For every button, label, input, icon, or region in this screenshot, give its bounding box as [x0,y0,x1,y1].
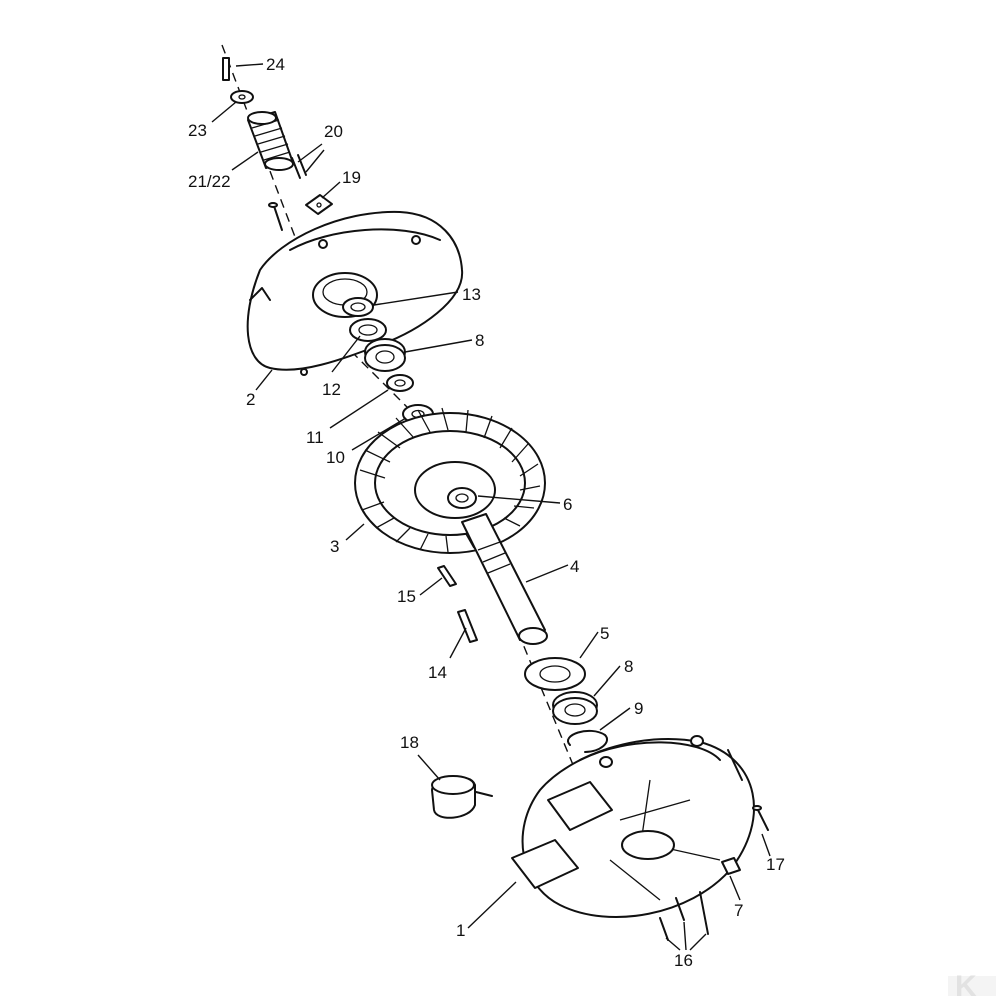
label-part-5: 5 [600,624,609,643]
part-18-cap [431,775,493,819]
label-part-4: 4 [570,557,579,576]
label-part-21-22: 21/22 [188,172,231,191]
part-23-washer [230,90,254,104]
label-part-14: 14 [428,663,447,682]
part-8-lower-bearing [552,691,598,725]
label-part-12: 12 [322,380,341,399]
label-part-6: 6 [563,495,572,514]
label-part-11: 11 [306,428,324,447]
part-3-cooling-fan [354,407,546,554]
part-24-bolt [222,57,230,81]
label-part-7: 7 [734,901,743,920]
part-13-bushing [342,297,374,317]
part-7-plate [721,857,741,875]
label-part-19: 19 [342,168,361,187]
label-part-15: 15 [397,587,416,606]
part-6-hub [455,493,469,503]
label-part-17: 17 [766,855,785,874]
part-20-pins [291,154,307,179]
label-part-2: 2 [246,390,255,409]
part-8-upper-bearing [364,338,406,372]
part-19-plate [305,194,333,215]
label-part-20: 20 [324,122,343,141]
label-part-10: 10 [326,448,345,467]
label-part-24: 24 [266,55,285,74]
part-11-nut [386,374,414,392]
label-part-9: 9 [634,699,643,718]
cover-screw [268,202,283,231]
label-part-16: 16 [674,951,693,970]
part-17-screw [752,805,769,831]
label-part-8-lower: 8 [624,657,633,676]
part-14-key [457,609,478,643]
watermark-letter: K [955,970,977,1000]
label-part-13: 13 [462,285,481,304]
part-9-circlip [567,729,608,753]
label-part-23: 23 [188,121,207,140]
part-12-seal [349,318,387,342]
label-part-8-upper: 8 [475,331,484,350]
part-5-flange [524,657,586,691]
housing-pin [727,749,743,781]
part-16-bolts [659,891,709,941]
part-1-lower-housing [511,735,755,919]
leader-lines [211,63,771,951]
label-part-3: 3 [330,537,339,556]
part-21-22-spring [247,111,294,171]
part-15-key [437,565,457,587]
label-part-1: 1 [456,921,465,940]
part-4-shaft [461,513,548,645]
part-2-upper-housing [246,210,464,376]
watermark-logo: K [948,970,996,1000]
label-part-18: 18 [400,733,419,752]
